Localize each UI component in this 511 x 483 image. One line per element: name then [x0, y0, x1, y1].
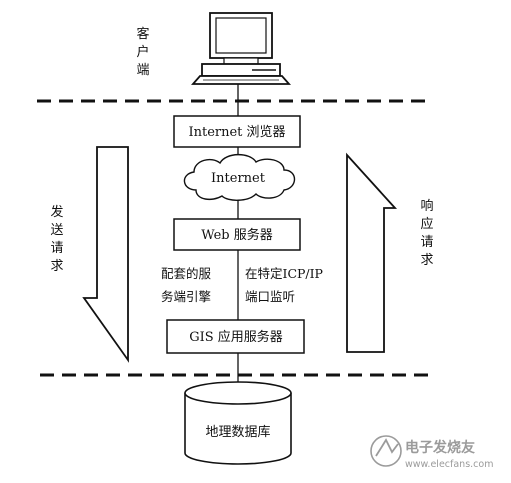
send-request-char: 送 — [50, 223, 63, 238]
database-label: 地理数据库 — [205, 424, 270, 440]
response-arrow — [346, 152, 398, 353]
database-cylinder-icon — [184, 381, 292, 465]
response-request-char: 请 — [420, 235, 433, 250]
response-request-label: 响 应 请 求 — [420, 198, 433, 268]
client-computer-icon — [191, 12, 291, 85]
watermark-cn: 电子发烧友 — [405, 439, 475, 456]
response-request-char: 求 — [420, 253, 433, 268]
gis-server-box — [166, 319, 305, 354]
cloud-label: Internet — [211, 171, 266, 186]
web-server-box — [173, 218, 301, 251]
send-request-char: 请 — [50, 241, 63, 256]
response-request-char: 响 — [420, 198, 433, 214]
browser-box — [173, 115, 301, 148]
send-request-char: 求 — [50, 259, 63, 274]
client-label-char: 客 — [136, 26, 149, 42]
client-label-char: 端 — [136, 63, 149, 78]
send-request-arrow — [82, 146, 129, 363]
engine-label-bg — [156, 262, 236, 306]
gis-server-box-label: GIS 应用服务器 — [189, 329, 283, 345]
web-server-box-label: Web 服务器 — [201, 227, 272, 243]
send-request-label: 发 送 请 求 — [50, 204, 63, 274]
send-request-char: 发 — [50, 204, 63, 220]
engine-label-line-1: 配套的服 — [161, 266, 212, 281]
watermark-logo-icon — [370, 435, 402, 467]
client-label-char: 户 — [136, 44, 149, 60]
client-label: 客 户 端 — [136, 26, 149, 78]
response-request-char: 应 — [420, 216, 433, 232]
watermark-url: www.elecfans.com — [405, 459, 493, 470]
engine-label-line-2: 务端引擎 — [161, 289, 211, 304]
browser-box-label: Internet 浏览器 — [188, 124, 285, 140]
internet-cloud-icon — [183, 153, 296, 201]
listen-label-line-2: 端口监听 — [245, 289, 295, 304]
listen-label-line-1: 在特定ICP/IP — [245, 266, 323, 281]
listen-label-bg — [242, 262, 342, 306]
watermark: 电子发烧友 www.elecfans.com — [370, 435, 493, 470]
